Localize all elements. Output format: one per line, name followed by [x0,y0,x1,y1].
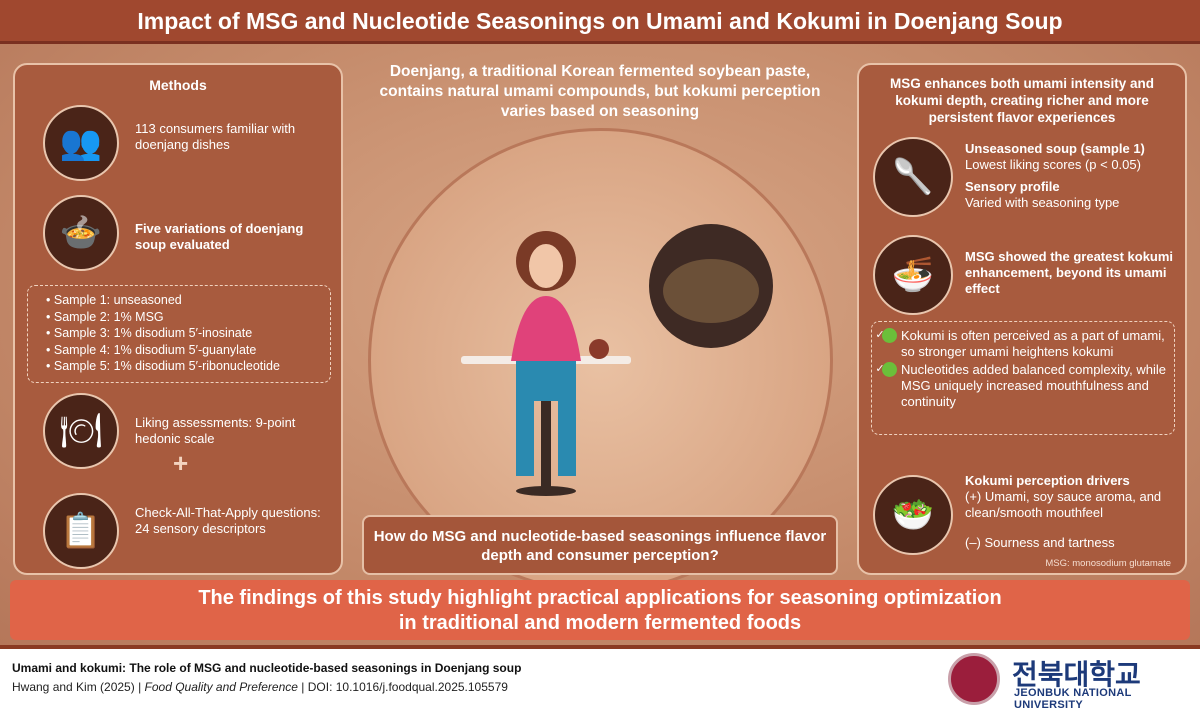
consumers-icon: 👥 [43,105,119,181]
check-icon: ✓ [875,362,897,377]
unseasoned-heading: Unseasoned soup (sample 1) [965,141,1145,156]
unseasoned-block: Unseasoned soup (sample 1) Lowest liking… [965,141,1180,211]
university-name-korean: 전북대학교 [1012,659,1141,690]
results-panel: MSG enhances both umami intensity and ko… [857,63,1187,575]
salad-plate-icon: 🥗 [873,475,953,555]
authors: Hwang and Kim (2025) [12,680,135,694]
infographic: Impact of MSG and Nucleotide Seasonings … [0,0,1200,645]
research-question: How do MSG and nucleotide-based seasonin… [362,515,838,575]
reference-citation: Hwang and Kim (2025) | Food Quality and … [12,680,508,694]
conclusion-line-2: in traditional and modern fermented food… [398,612,802,634]
page-title: Impact of MSG and Nucleotide Seasonings … [0,0,1200,44]
university-seal-logo [948,653,1000,705]
intro-text: Doenjang, a traditional Korean fermented… [379,63,821,120]
drivers-negative: (–) Sourness and tartness [965,535,1115,550]
sample-item: • Sample 5: 1% disodium 5′-ribonucleotid… [46,359,280,373]
reference-title: Umami and kokumi: The role of MSG and nu… [12,661,522,675]
drivers-block: Kokumi perception drivers (+) Umami, soy… [965,473,1180,551]
sample-item: • Sample 1: unseasoned [46,293,182,307]
check-icon: ✓ [875,328,897,343]
msg-finding: MSG showed the greatest kokumi enhanceme… [965,249,1174,296]
footer: Umami and kokumi: The role of MSG and nu… [0,645,1200,711]
conclusion-banner: The findings of this study highlight pra… [10,580,1190,640]
kokumi-checks: ✓Kokumi is often perceived as a part of … [871,321,1175,435]
spoon-icon: 🥄 [873,137,953,217]
journal: Food Quality and Preference [144,680,298,694]
soup-bowl-icon: 🍜 [873,235,953,315]
sample-item: • Sample 4: 1% disodium 5′-guanylate [46,342,257,357]
conclusion-line-1: The findings of this study highlight pra… [198,587,1002,609]
plus-icon: + [173,448,189,478]
methods-title: Methods [149,77,207,93]
hedonic-scale-icon: 🍽 [43,393,119,469]
cata-text: Check-All-That-Apply questions: 24 senso… [135,505,321,536]
checklist-icon: 📋 [43,493,119,569]
check-item: ✓Nucleotides added balanced complexity, … [875,362,1166,409]
liking-text: Liking assessments: 9-point hedonic scal… [135,415,296,446]
soup-bowl-icon: 🍲 [43,195,119,271]
profile-body: Varied with seasoning type [965,195,1120,210]
abbreviation-note: MSG: monosodium glutamate [1045,558,1171,569]
doi-link[interactable]: DOI: 10.1016/j.foodqual.2025.105579 [307,680,508,694]
woman-eating-illustration [461,224,773,496]
unseasoned-body: Lowest liking scores (p < 0.05) [965,157,1141,172]
drivers-positive: (+) Umami, soy sauce aroma, and clean/sm… [965,489,1162,520]
sample-item: • Sample 3: 1% disodium 5′-inosinate [46,326,253,340]
university-name-english: JEONBUK NATIONAL UNIVERSITY [1014,687,1132,711]
variations-text: Five variations of doenjang soup evaluat… [135,221,304,252]
check-item: ✓Kokumi is often perceived as a part of … [875,328,1165,359]
consumers-text: 113 consumers familiar with doenjang dis… [135,121,296,152]
sample-item: • Sample 2: 1% MSG [46,309,164,324]
results-title: MSG enhances both umami intensity and ko… [889,76,1155,125]
samples-list: • Sample 1: unseasoned • Sample 2: 1% MS… [27,285,331,383]
profile-heading: Sensory profile [965,179,1060,194]
methods-panel: Methods 👥 113 consumers familiar with do… [13,63,343,575]
drivers-heading: Kokumi perception drivers [965,473,1130,488]
